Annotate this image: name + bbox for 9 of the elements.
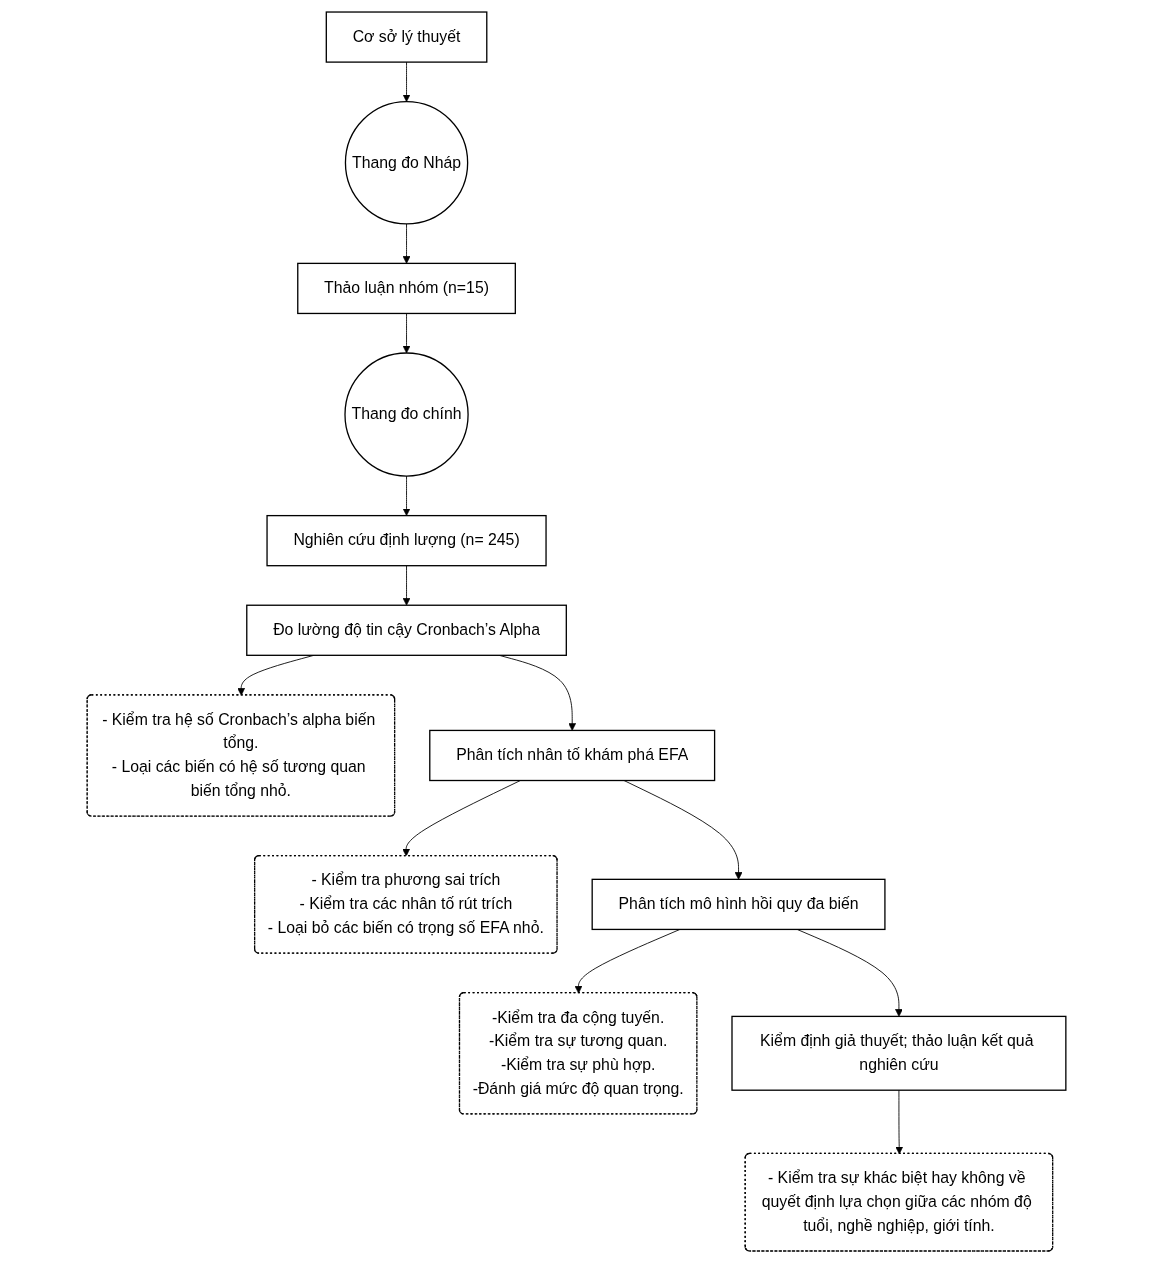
node-circle: Thang đo Nháp [344,101,469,225]
node-box: Thảo luận nhóm (n=15) [297,262,516,315]
node-circle: Thang đo chính [344,352,469,477]
node-box: Kiểm định giả thuyết; thảo luận kết quả nghiên cứu [731,1015,1067,1091]
node-box: Nghiên cứu định lượng (n= 245) [266,514,547,567]
node-box: Cơ sở lý thuyết [325,11,488,63]
node-box: Phân tích mô hình hồi quy đa biến [591,878,886,931]
node-box: Đo lường độ tin cậy Cronbach’s Alpha [246,604,567,656]
node-box: Phân tích nhân tố khám phá EFA [429,729,716,782]
